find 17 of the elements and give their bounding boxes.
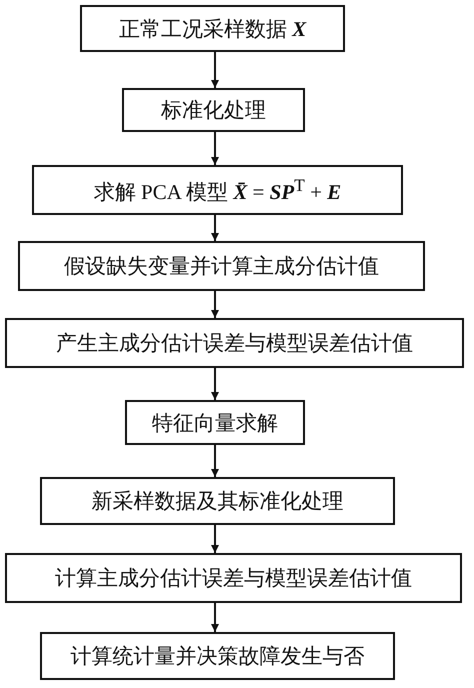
arrow <box>211 445 219 477</box>
process-box: 假设缺失变量并计算主成分估计值 <box>18 241 425 291</box>
arrow <box>211 291 219 318</box>
arrow <box>211 132 219 165</box>
process-box: 正常工况采样数据 X <box>80 5 345 52</box>
process-box: 标准化处理 <box>122 88 305 132</box>
arrow <box>211 368 219 400</box>
arrow <box>211 525 219 553</box>
arrow <box>211 603 219 632</box>
process-box: 计算主成分估计误差与模型误差估计值 <box>5 553 462 603</box>
process-box: 新采样数据及其标准化处理 <box>40 477 395 525</box>
process-box: 特征向量求解 <box>125 400 305 445</box>
arrow <box>211 215 219 241</box>
process-box: 产生主成分估计误差与模型误差估计值 <box>5 318 464 368</box>
process-box: 求解 PCA 模型 X̄ = SP$^{T}$ + E <box>32 165 403 215</box>
process-box: 计算统计量并决策故障发生与否 <box>40 632 395 680</box>
arrow <box>211 52 219 88</box>
